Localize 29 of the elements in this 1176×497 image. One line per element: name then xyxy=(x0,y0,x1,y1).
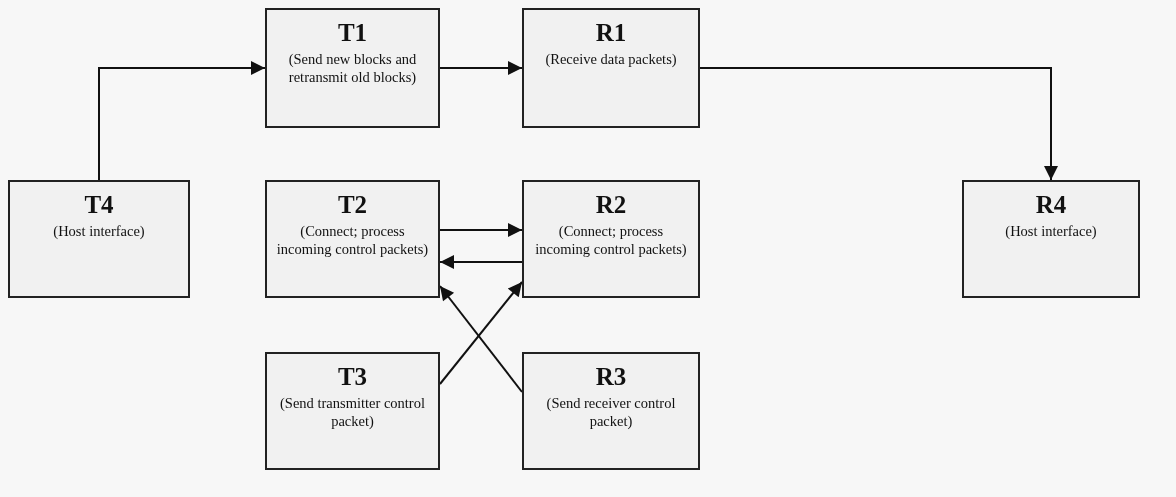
box-description: (Connect; process incoming control packets) xyxy=(534,222,688,258)
arrow xyxy=(699,67,1058,181)
box-title: T1 xyxy=(337,18,368,48)
box-title: T2 xyxy=(337,190,368,220)
process-box xyxy=(522,352,700,470)
box-title: T4 xyxy=(84,190,114,220)
arrow xyxy=(439,255,523,269)
process-box xyxy=(265,180,440,298)
box-description: (Connect; process incoming control packets) xyxy=(275,222,430,258)
box-description: (Send transmitter control packet) xyxy=(279,394,426,430)
box-description: (Receive data packets) xyxy=(544,50,678,68)
box-title: R3 xyxy=(595,362,627,392)
process-box xyxy=(8,180,190,298)
arrow xyxy=(439,61,523,75)
box-title: R4 xyxy=(1035,190,1067,220)
box-title: T3 xyxy=(337,362,368,392)
box-title: R1 xyxy=(595,18,627,48)
box-description: (Host interface) xyxy=(1004,222,1098,240)
process-box xyxy=(522,180,700,298)
process-box xyxy=(522,8,700,128)
process-box xyxy=(265,8,440,128)
box-description: (Send receiver control packet) xyxy=(545,394,677,430)
box-title: R2 xyxy=(595,190,627,220)
process-box xyxy=(962,180,1140,298)
box-description: (Send new blocks and retransmit old blocks) xyxy=(287,50,418,86)
arrow xyxy=(439,223,523,237)
process-box xyxy=(265,352,440,470)
arrow xyxy=(98,61,266,181)
box-description: (Host interface) xyxy=(52,222,146,240)
